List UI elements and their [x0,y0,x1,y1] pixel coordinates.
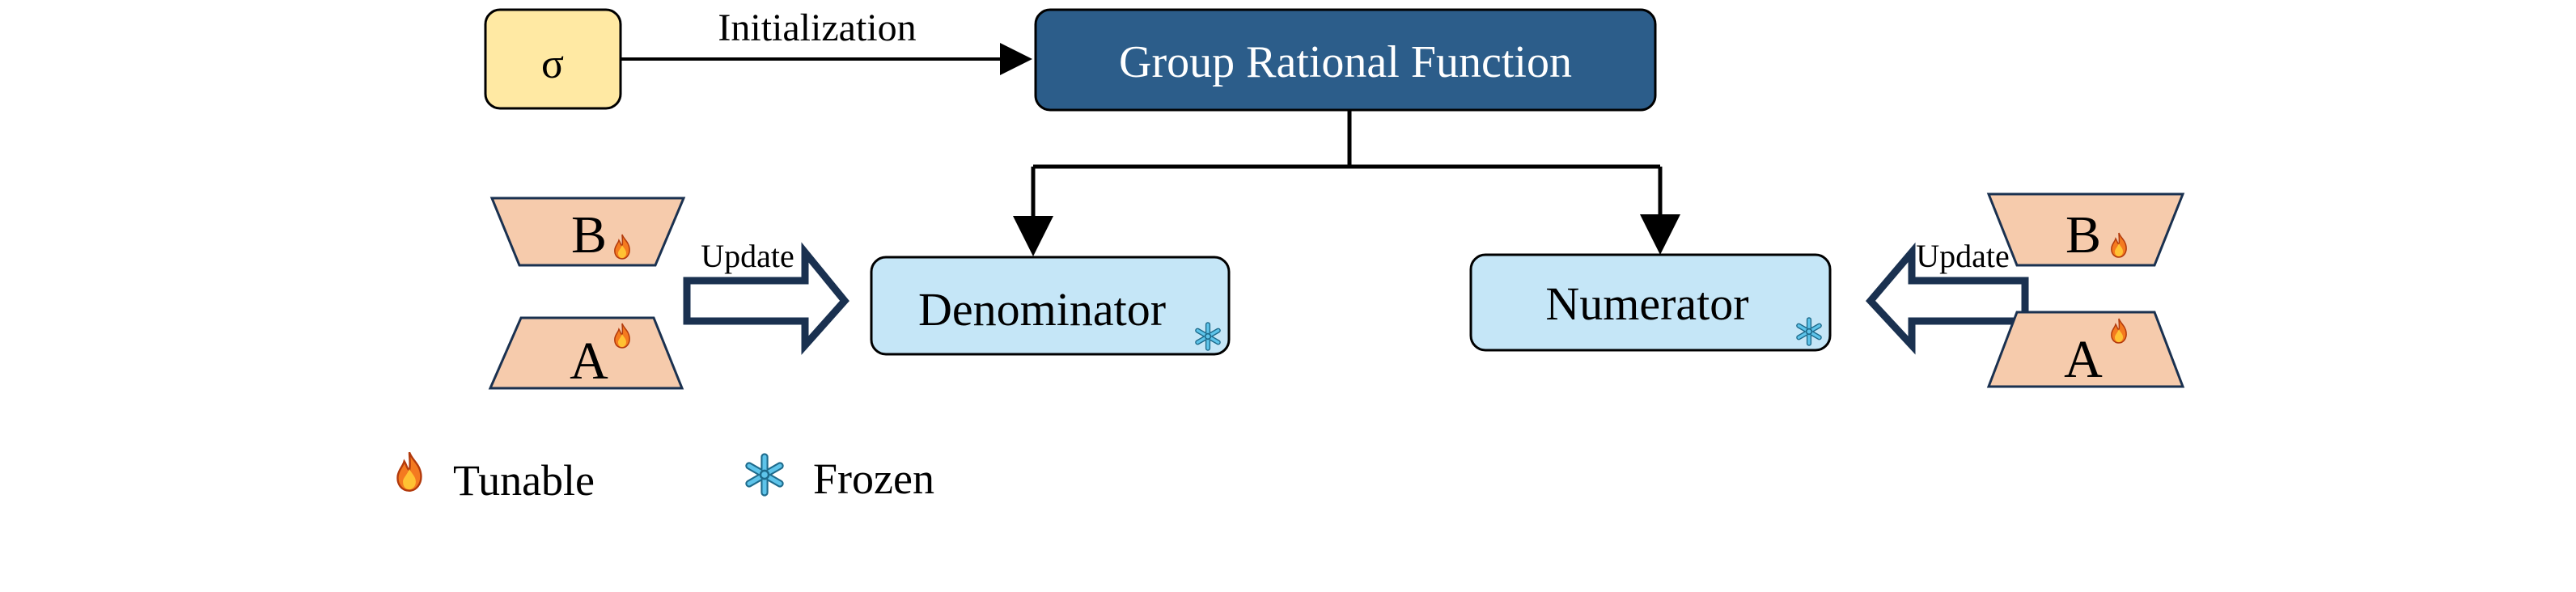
sigma-label: σ [541,41,564,87]
initialization-label: Initialization [718,6,916,49]
right-b-label: B [2065,205,2101,264]
legend: Tunable Frozen [396,450,934,505]
right-update-label: Update [1916,238,2010,274]
right-a-label: A [2064,330,2103,389]
numerator-label: Numerator [1545,277,1748,330]
snowflake-icon [749,457,780,493]
tree-connector [1013,110,1680,256]
group-rational-function-label: Group Rational Function [1119,37,1572,87]
sigma-box: σ [484,8,622,110]
legend-tunable-label: Tunable [453,456,595,505]
denominator-box: Denominator [870,256,1231,356]
left-lora-b: B [489,197,686,267]
left-b-label: B [571,205,607,264]
right-lora-b: B [1986,192,2185,267]
numerator-box: Numerator [1469,253,1832,352]
legend-frozen-label: Frozen [813,455,934,503]
right-update-arrow [1865,242,2029,355]
left-lora-a: A [488,316,684,391]
group-rational-function-box: Group Rational Function [1034,8,1657,112]
fire-icon [396,450,422,493]
right-lora-a: A [1986,311,2185,389]
left-update-arrow [683,242,849,355]
left-a-label: A [570,332,608,391]
left-update-label: Update [701,238,794,274]
denominator-label: Denominator [918,283,1166,336]
